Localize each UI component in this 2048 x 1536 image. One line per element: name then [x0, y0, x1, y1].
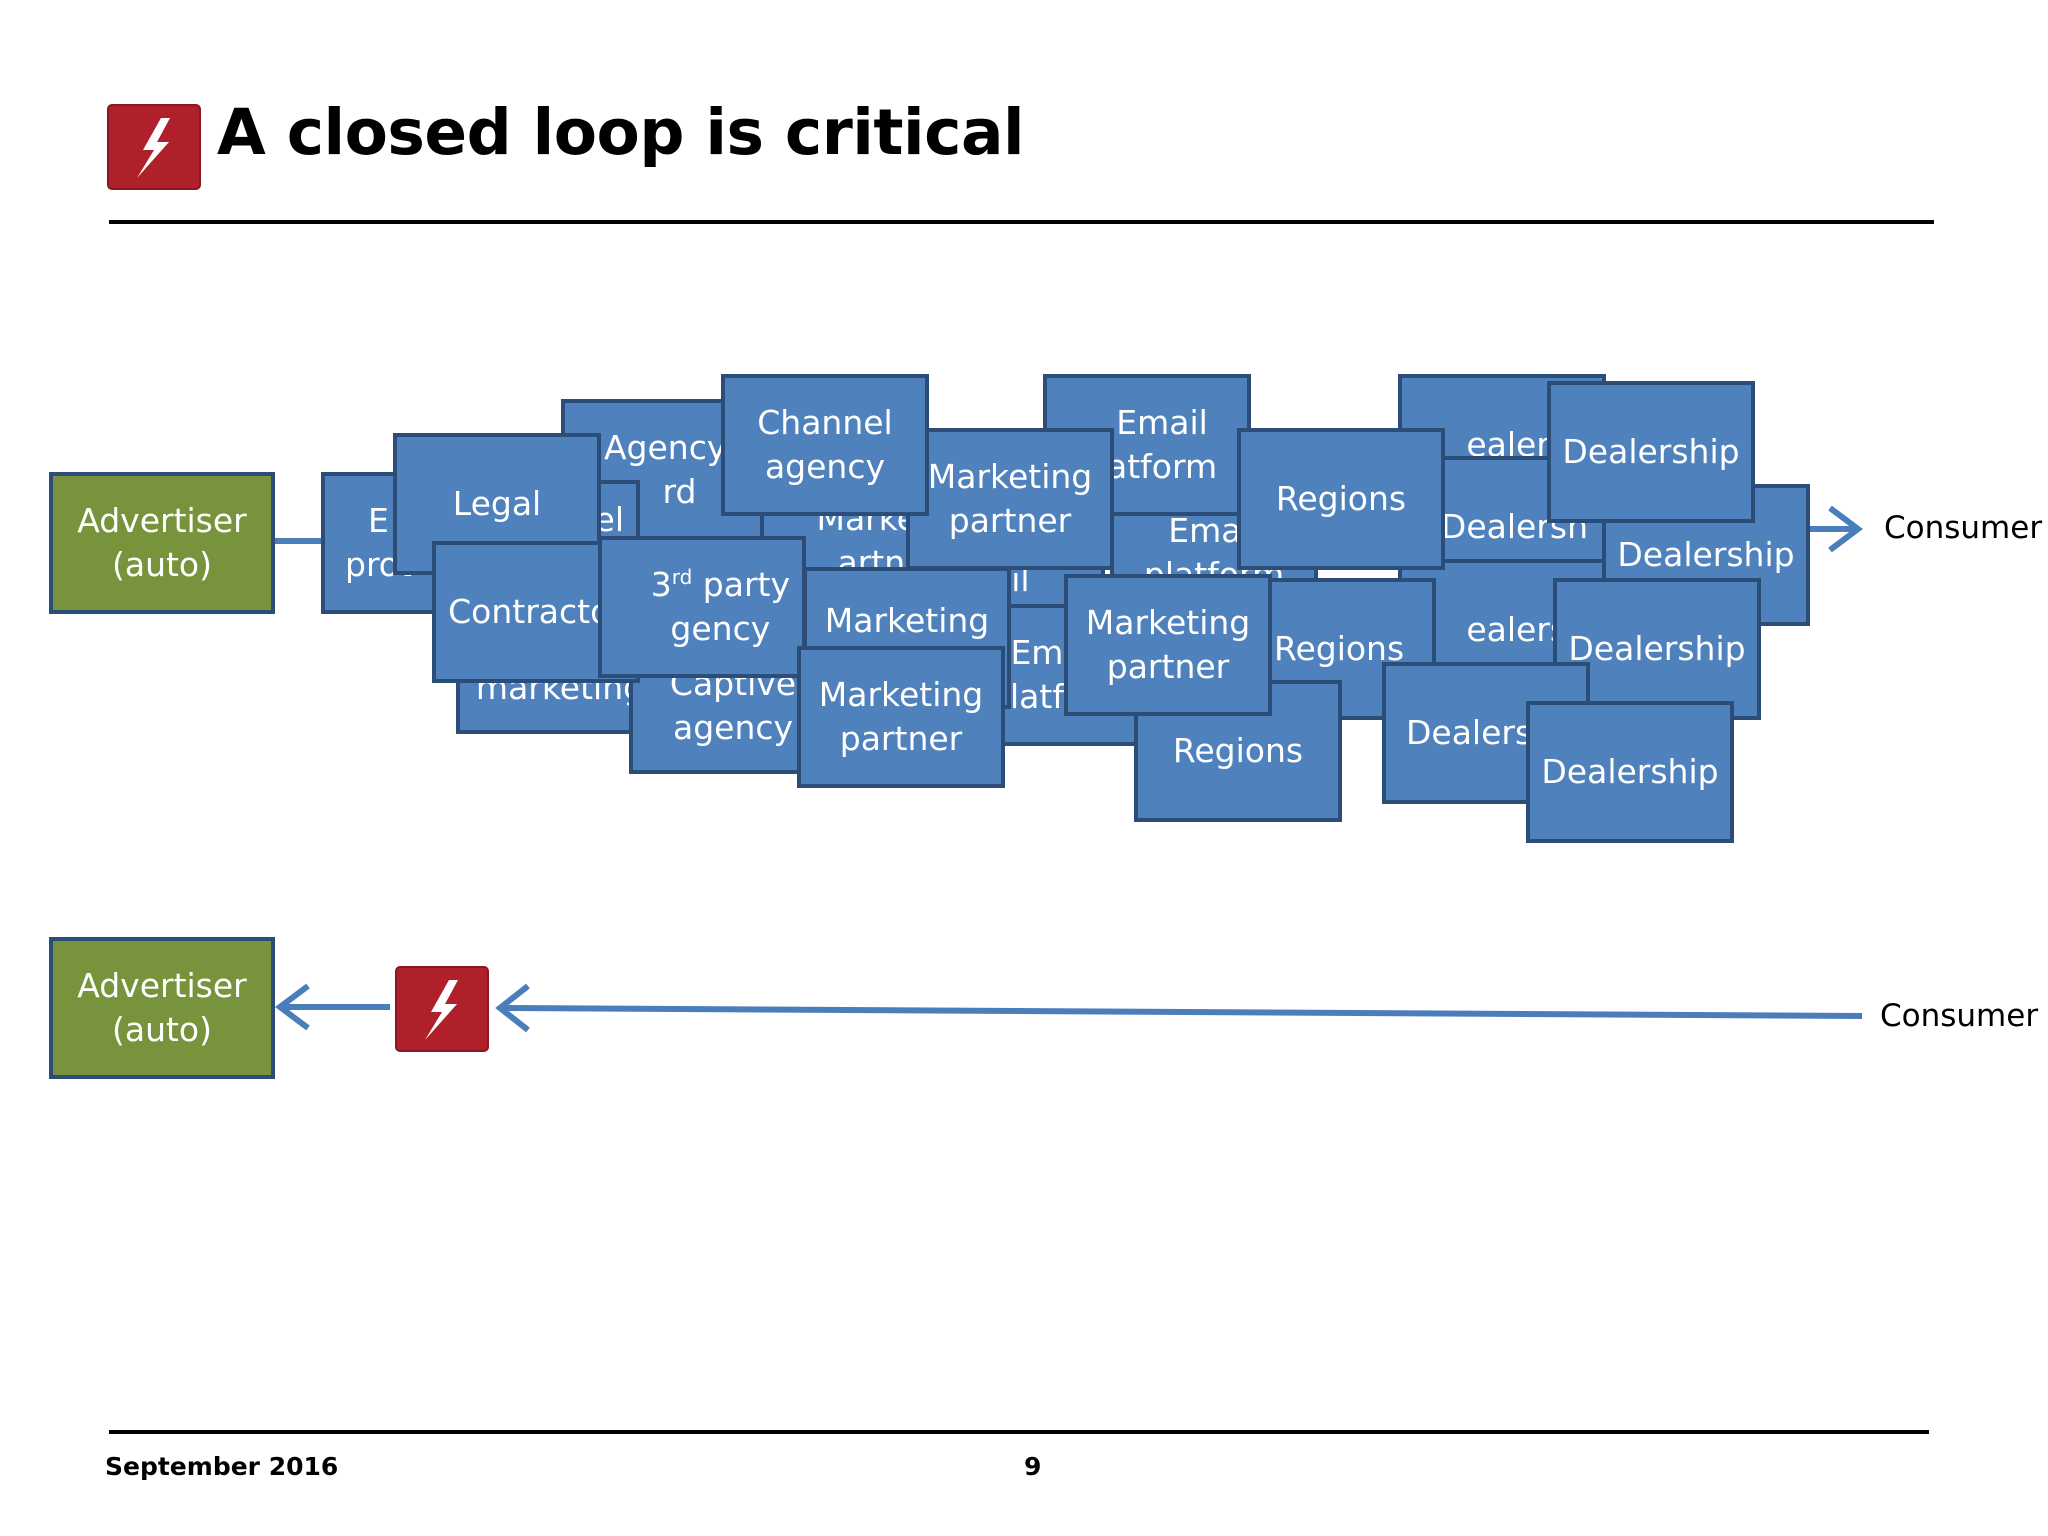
footer-date: September 2016: [105, 1452, 339, 1481]
lightning-bolt-icon: [107, 104, 201, 190]
intermediary-box: Marketing partner: [906, 428, 1114, 570]
intermediary-box: Marketing partner: [797, 646, 1005, 788]
intermediary-box: Dealership: [1547, 381, 1755, 523]
intermediary-box: Dealership: [1553, 578, 1761, 720]
advertiser-box-top: Advertiser (auto): [49, 472, 275, 614]
intermediary-box: Regions: [1237, 428, 1445, 570]
intermediary-box: Dealership: [1526, 701, 1734, 843]
consumer-label-top: Consumer: [1884, 510, 2043, 546]
page-number: 9: [1024, 1452, 1042, 1481]
intermediary-box: Channel agency: [721, 374, 929, 516]
lightning-bolt-icon: [395, 966, 489, 1052]
intermediary-box third-party-box: 3rd party gency: [598, 536, 806, 678]
consumer-label-bottom: Consumer: [1880, 998, 2039, 1034]
header-divider: [109, 220, 1934, 224]
slide-title: A closed loop is critical: [217, 96, 1025, 169]
footer-divider: [109, 1430, 1929, 1434]
third-party-prefix: 3: [650, 565, 672, 604]
advertiser-box-bottom: Advertiser (auto): [49, 937, 275, 1079]
intermediary-box: Marketing partner: [1064, 574, 1272, 716]
third-party-superscript: rd: [671, 565, 693, 589]
third-party-label: party gency: [670, 565, 790, 648]
